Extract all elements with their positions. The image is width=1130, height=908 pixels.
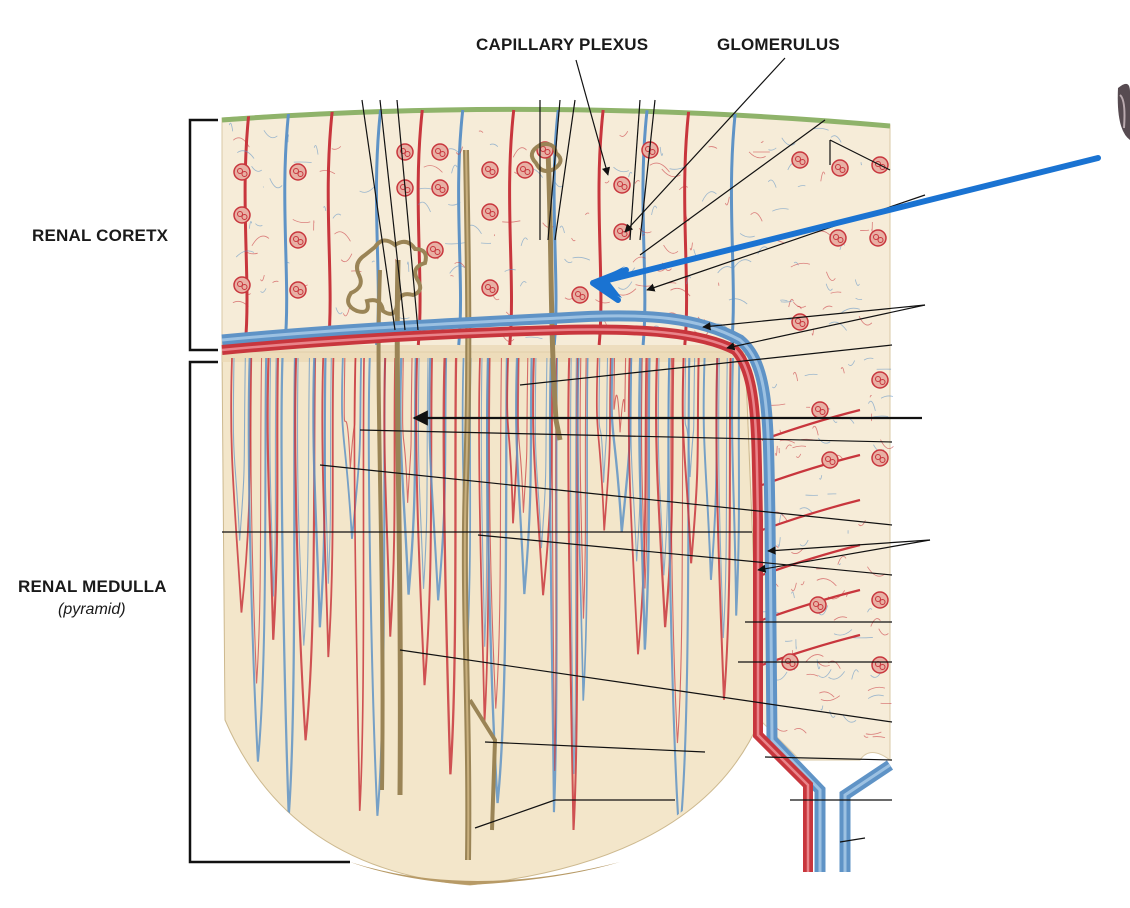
glomerulus-mark bbox=[791, 151, 809, 169]
glomerulus-mark bbox=[871, 449, 889, 467]
blue-arrow-icon bbox=[590, 155, 1101, 303]
glomerulus-mark bbox=[289, 163, 307, 181]
glomerulus-mark bbox=[829, 229, 847, 247]
renal-papilla-base bbox=[350, 862, 620, 885]
glomerulus-mark bbox=[809, 596, 827, 614]
renal-capsule bbox=[221, 106, 891, 129]
leader-glomerulus bbox=[624, 57, 786, 233]
glomerulus-mark bbox=[426, 241, 444, 259]
glomerulus-mark bbox=[613, 223, 631, 241]
label-renal-cortex: RENAL CORETX bbox=[32, 226, 169, 245]
glomerulus-mark bbox=[821, 451, 839, 469]
glomerulus-mark bbox=[481, 279, 499, 297]
label-renal-medulla: RENAL MEDULLA bbox=[18, 577, 167, 596]
glomerulus-mark bbox=[871, 591, 889, 609]
image-fragment bbox=[1117, 83, 1130, 140]
glomerulus-mark bbox=[613, 176, 631, 194]
glomerulus-mark bbox=[289, 231, 307, 249]
leader-interlobar-a bbox=[767, 539, 931, 555]
arcuate-vessels bbox=[221, 310, 894, 872]
glomerulus-mark bbox=[431, 179, 449, 197]
glomerulus-mark bbox=[811, 401, 829, 419]
glomerulus-mark bbox=[396, 143, 414, 161]
glomerulus-mark bbox=[516, 161, 534, 179]
leader-arcuate-b bbox=[726, 304, 926, 351]
bracket-medulla bbox=[188, 360, 350, 864]
leader-arcuate-a bbox=[702, 304, 926, 331]
label-capillary-plexus: CAPILLARY PLEXUS bbox=[476, 35, 649, 54]
region-brackets bbox=[188, 118, 350, 864]
glomerulus-mark bbox=[289, 281, 307, 299]
label-glomerulus: GLOMERULUS bbox=[717, 35, 840, 54]
glomerulus-mark bbox=[233, 163, 251, 181]
glomerulus-mark bbox=[481, 203, 499, 221]
bracket-cortex bbox=[188, 118, 218, 352]
glomerulus-mark bbox=[831, 159, 849, 177]
glomerulus-mark bbox=[871, 371, 889, 389]
glomerulus-mark bbox=[431, 143, 449, 161]
glomeruli bbox=[233, 141, 889, 674]
glomerulus-mark bbox=[571, 286, 589, 304]
leader-capillary-plexus bbox=[575, 59, 611, 176]
glomerulus-mark bbox=[233, 276, 251, 294]
label-renal-medulla-sub: (pyramid) bbox=[58, 601, 126, 618]
leader-lines bbox=[222, 57, 931, 843]
glomerulus-mark bbox=[481, 161, 499, 179]
glomerulus-mark bbox=[233, 206, 251, 224]
glomerulus-mark bbox=[871, 656, 889, 674]
glomerulus-mark bbox=[869, 229, 887, 247]
cortico-medullary-band bbox=[222, 345, 745, 362]
